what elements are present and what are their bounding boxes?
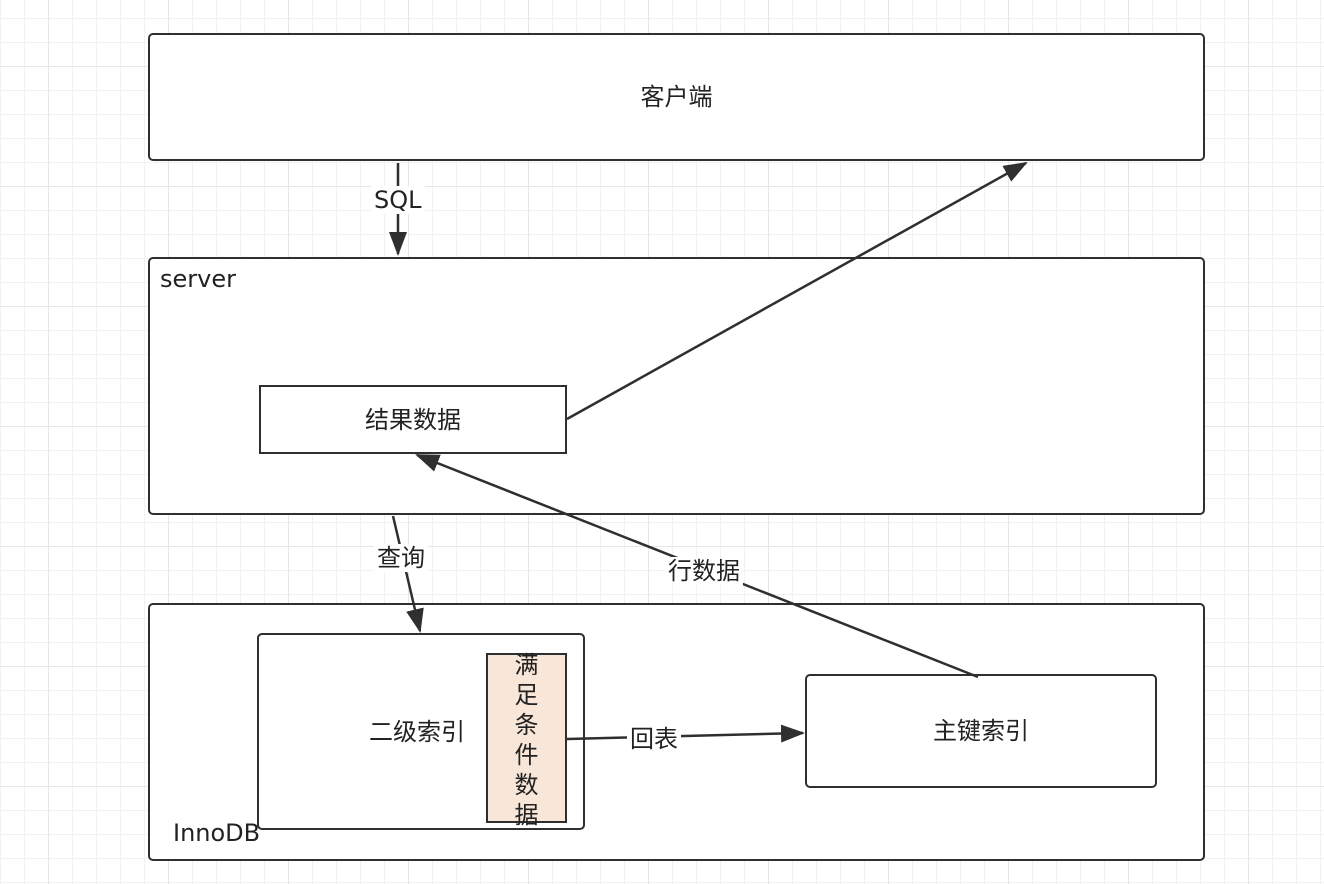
result-data-box: 结果数据 (259, 385, 567, 454)
matched-data-label: 满足条件数据 (514, 651, 539, 829)
row-data-edge-label: 行数据 (665, 557, 743, 585)
matched-data-box: 满足条件数据 (486, 651, 567, 829)
sql-edge-label: SQL (371, 186, 425, 214)
innodb-label: InnoDB (173, 819, 261, 847)
query-edge-label: 查询 (374, 544, 428, 572)
result-data-label: 结果数据 (365, 405, 461, 434)
back-to-table-edge-label: 回表 (627, 725, 681, 753)
server-label: server (160, 265, 236, 293)
primary-index-box: 主键索引 (805, 674, 1157, 788)
secondary-index-label: 二级索引 (369, 718, 465, 746)
client-box: 客户端 (148, 33, 1205, 161)
client-label: 客户端 (640, 83, 713, 111)
primary-index-label: 主键索引 (933, 717, 1029, 745)
